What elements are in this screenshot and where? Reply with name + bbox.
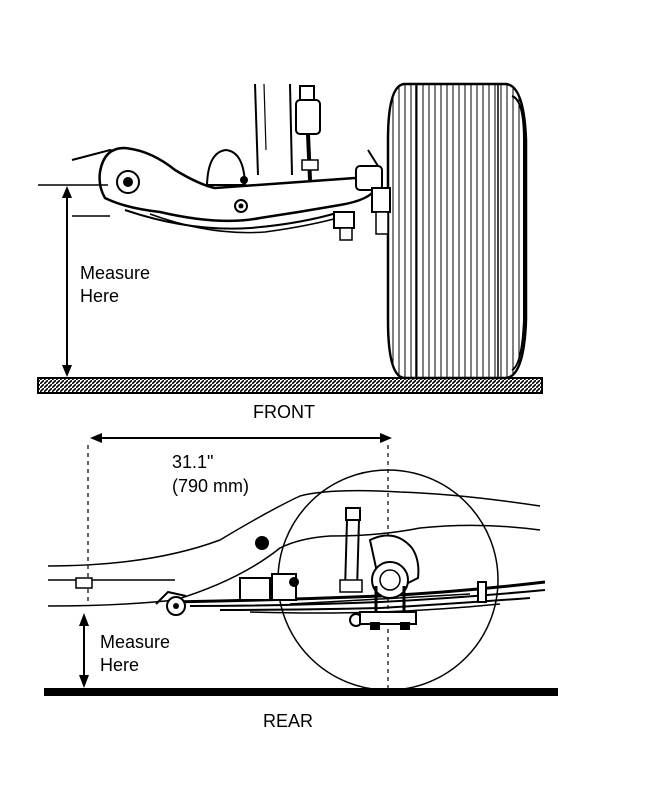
rear-u-bolts	[359, 586, 417, 630]
front-ball-joint	[333, 149, 391, 241]
front-tire	[386, 82, 528, 380]
front-caption: FRONT	[253, 402, 315, 422]
rear-frame-lower	[47, 524, 541, 607]
rear-measure-label-line1: Measure	[100, 632, 170, 652]
front-bump-stop	[205, 148, 247, 186]
rear-measure-label-line2: Here	[100, 655, 139, 675]
front-measure-label-line1: Measure	[80, 263, 150, 283]
rear-caption: REAR	[263, 711, 313, 731]
front-view: Measure Here FRONT	[37, 82, 543, 422]
front-shock-absorber	[254, 83, 321, 181]
rear-dimension-value: 31.1"	[172, 452, 213, 472]
rear-dimension-metric: (790 mm)	[172, 476, 249, 496]
front-measure-label-line2: Here	[80, 286, 119, 306]
rear-frame-fastener	[75, 577, 93, 589]
rear-spring-hanger	[239, 536, 299, 601]
rear-frame-upper	[47, 489, 541, 567]
rear-spring-eye	[155, 590, 187, 616]
rear-spring-shackle	[477, 581, 487, 603]
front-ground	[37, 377, 543, 394]
rear-dimension-arrow	[90, 433, 392, 443]
rear-view: 31.1" (790 mm) Measure Here REAR	[44, 433, 558, 731]
front-lower-control-arm	[98, 146, 378, 234]
rear-axle-housing	[368, 534, 420, 599]
front-measure-arrow	[62, 186, 72, 377]
rear-measure-arrow	[79, 613, 89, 688]
rear-ground	[44, 688, 558, 696]
